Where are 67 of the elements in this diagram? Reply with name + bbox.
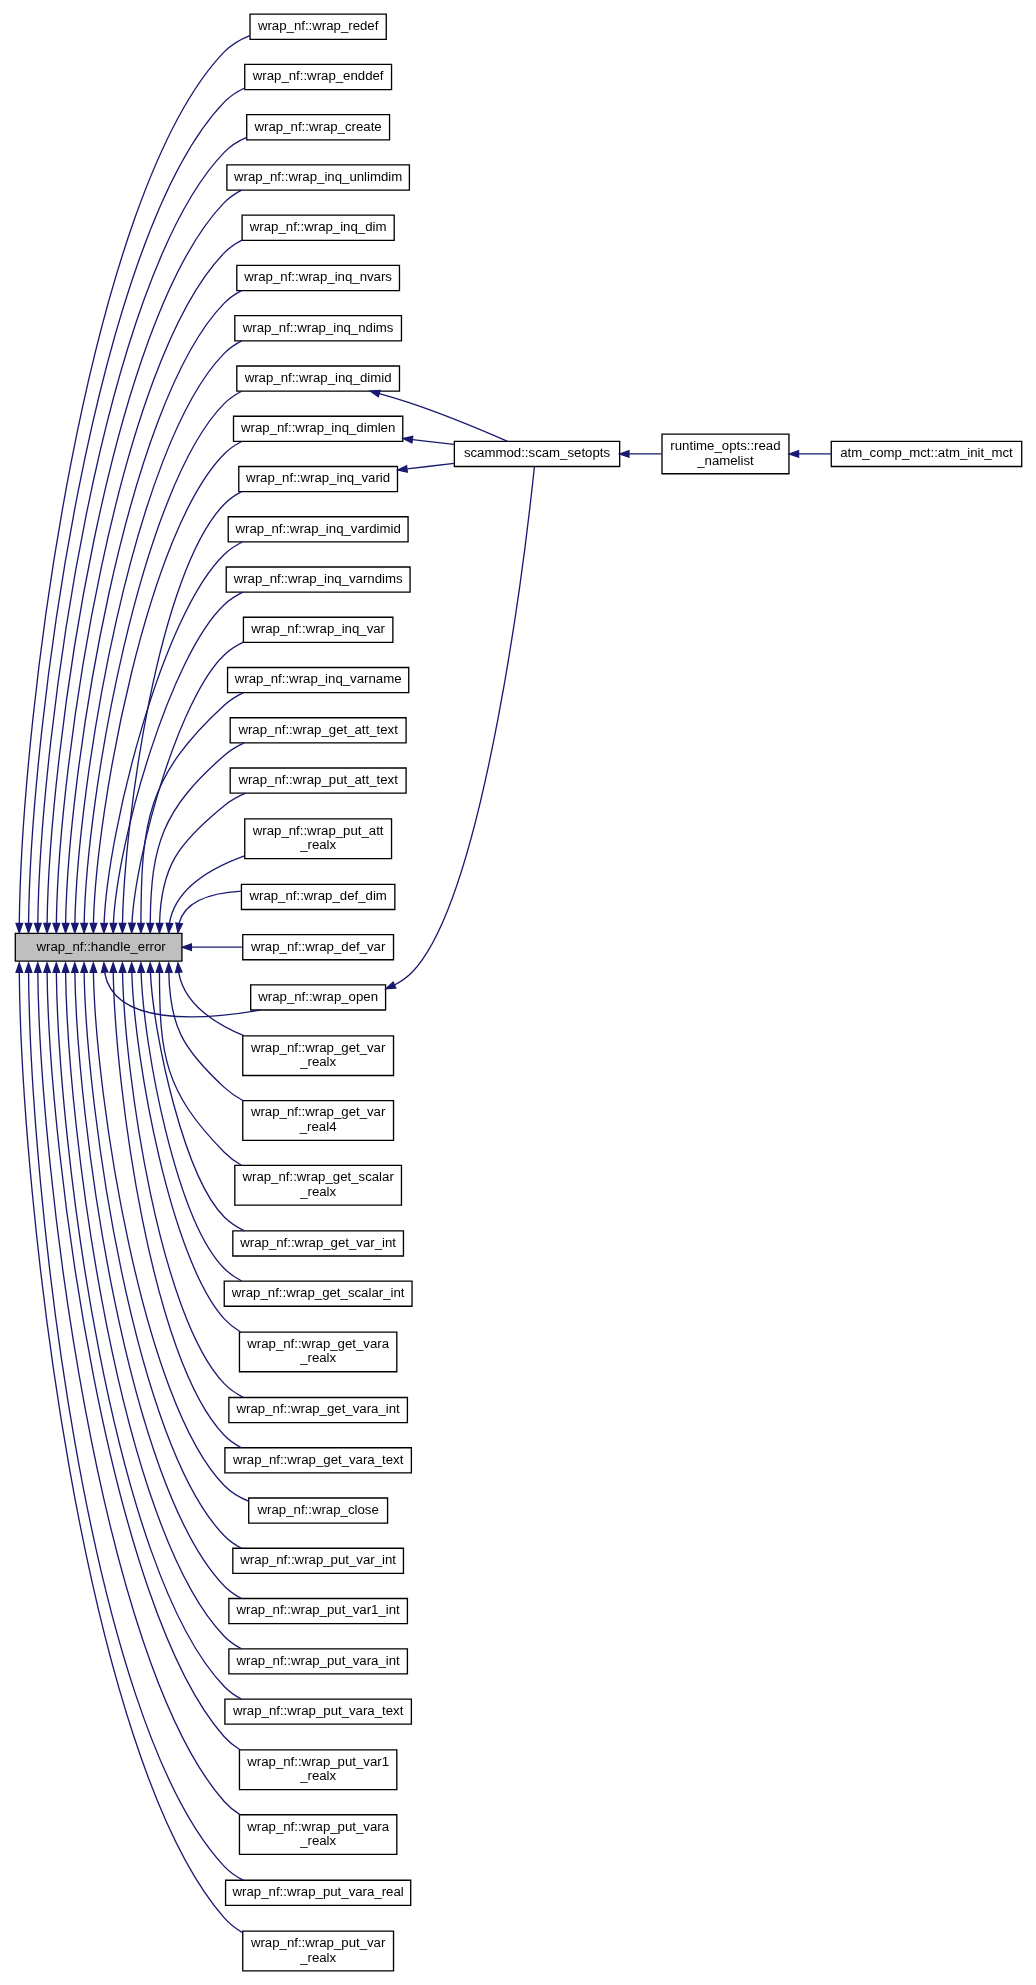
node-box: wrap_nf::wrap_inq_nvars	[235, 264, 400, 292]
node-box: wrap_nf::wrap_get_var _realx	[241, 1035, 394, 1077]
arrow	[164, 961, 243, 1102]
arrow	[127, 641, 244, 935]
node-box: wrap_nf::wrap_def_var	[241, 934, 394, 961]
node-box: wrap_nf::wrap_put_att_text	[229, 767, 407, 794]
arrow	[117, 491, 242, 935]
node-box: wrap_nf::wrap_inq_dimid	[235, 365, 400, 392]
arrow	[400, 435, 455, 446]
node-box: wrap_nf::wrap_enddef	[243, 63, 392, 91]
arrow	[99, 541, 243, 935]
node-box: wrap_nf::wrap_inq_varndims	[225, 566, 411, 593]
node-box: wrap_nf::wrap_put_var1 _realx	[238, 1749, 397, 1791]
arrow	[108, 961, 242, 1449]
node-box: wrap_nf::wrap_get_vara_int	[227, 1396, 408, 1424]
node-box: wrap_nf::handle_error	[14, 932, 183, 962]
arrow	[88, 961, 249, 1502]
node-box: wrap_nf::wrap_inq_dimlen	[232, 415, 403, 442]
node-box: wrap_nf::wrap_get_vara_text	[223, 1447, 412, 1474]
node-box: wrap_nf::wrap_get_vara _realx	[238, 1331, 397, 1373]
node-box: wrap_nf::wrap_inq_vardimid	[227, 516, 409, 543]
arrow	[786, 449, 832, 459]
arrow	[145, 961, 245, 1232]
arrow	[617, 449, 662, 459]
node-box: wrap_nf::wrap_get_scalar _realx	[233, 1164, 402, 1206]
node-box: wrap_nf::wrap_put_var _realx	[241, 1930, 394, 1972]
node-box: wrap_nf::wrap_put_vara_text	[223, 1698, 412, 1725]
arrow	[145, 742, 245, 935]
node-box: wrap_nf::wrap_put_att _realx	[243, 818, 392, 860]
arrow	[127, 961, 241, 1333]
arrow	[383, 465, 535, 990]
node-box: wrap_nf::wrap_create	[245, 114, 390, 141]
node-box: wrap_nf::wrap_get_att_text	[229, 717, 407, 744]
node-box: wrap_nf::wrap_open	[249, 984, 386, 1011]
node-box: wrap_nf::wrap_redef	[248, 13, 387, 40]
node-box: wrap_nf::wrap_get_var _real4	[241, 1099, 394, 1141]
node-box: wrap_nf::wrap_get_var_int	[231, 1230, 404, 1257]
arrow	[179, 943, 243, 952]
node-box: wrap_nf::wrap_put_vara _realx	[238, 1814, 397, 1856]
node-box: scammod::scam_setopts	[453, 440, 620, 468]
arrow	[367, 389, 508, 442]
node-box: wrap_nf::wrap_put_var_int	[231, 1547, 404, 1575]
arrow	[108, 591, 244, 935]
node-box: wrap_nf::wrap_put_vara_real	[224, 1879, 411, 1906]
arrow	[154, 792, 246, 935]
arrow	[100, 961, 261, 1018]
node-box: wrap_nf::wrap_inq_dim	[240, 214, 395, 241]
node-box: runtime_opts::read _namelist	[660, 433, 790, 475]
node-box: wrap_nf::wrap_inq_varid	[237, 465, 398, 493]
node-box: wrap_nf::wrap_put_vara_int	[227, 1648, 408, 1675]
arrow	[136, 692, 244, 935]
node-box: wrap_nf::wrap_close	[247, 1497, 388, 1524]
arrow	[136, 961, 242, 1282]
node-box: wrap_nf::wrap_def_dim	[240, 883, 395, 911]
node-box: wrap_nf::wrap_put_var1_int	[227, 1597, 408, 1625]
node-box: wrap_nf::wrap_inq_unlimdim	[225, 164, 410, 191]
node-box: wrap_nf::wrap_get_scalar_int	[223, 1280, 413, 1307]
node-box: wrap_nf::wrap_inq_var	[242, 616, 394, 644]
node-box: wrap_nf::wrap_inq_varname	[226, 666, 409, 694]
arrow	[164, 855, 245, 935]
arrow	[174, 890, 242, 935]
arrow	[154, 961, 242, 1166]
arrow	[117, 961, 244, 1398]
arrow	[395, 462, 455, 473]
arrow	[174, 961, 244, 1037]
node-box: atm_comp_mct::atm_init_mct	[830, 440, 1022, 468]
node-box: wrap_nf::wrap_inq_ndims	[233, 315, 402, 342]
